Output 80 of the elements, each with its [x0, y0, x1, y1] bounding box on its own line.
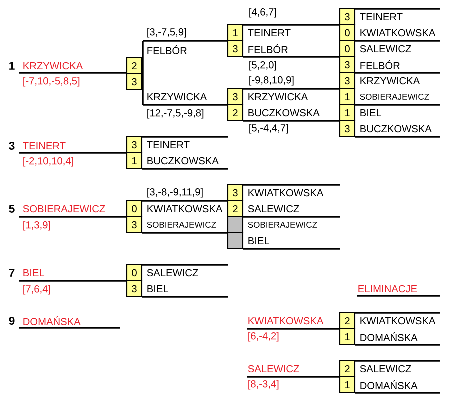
score-cell: 2 [227, 104, 244, 122]
player-name: BIEL [360, 110, 382, 116]
score-cell: 1 [339, 376, 356, 394]
score-cell: 3 [339, 8, 356, 26]
set-scores: [7,6,4] [24, 285, 50, 295]
player-name: TEINERT [23, 142, 66, 150]
player-name: DOMAŃSKA [360, 332, 418, 342]
player-name: SALEWICZ [360, 45, 412, 53]
score-cell: 1 [339, 104, 356, 122]
set-scores: [-2,10,10,4] [24, 157, 74, 167]
player-name: SOBIERAJEWICZ [248, 222, 318, 228]
player-name: DOMAŃSKA [360, 380, 418, 390]
player-name: FELBÓR [248, 44, 288, 54]
score-cell: 3 [126, 136, 143, 154]
set-scores: [8,-3,4] [248, 380, 279, 390]
player-name: FELBÓR [360, 60, 400, 70]
score-cell: 0 [339, 40, 356, 58]
player-name: BIEL [148, 286, 169, 292]
score-cell: 3 [227, 184, 244, 202]
seed-number: 9 [9, 316, 15, 325]
player-name: SOBIERAJEWICZ [360, 94, 430, 100]
set-scores: [5,-4,4,7] [250, 124, 288, 134]
player-name: BUCZKOWSKA [248, 109, 320, 117]
score-cell: 3 [126, 216, 143, 234]
score-cell: 2 [126, 57, 143, 75]
player-name: BIEL [24, 270, 45, 276]
player-name: KRZYWICKA [360, 77, 420, 85]
set-scores: [12,-7,5,-9,8] [148, 109, 204, 119]
score-cell: 0 [126, 200, 143, 218]
score-cell: 3 [227, 40, 244, 58]
score-cell: 3 [126, 280, 143, 298]
score-cell: 3 [227, 88, 244, 106]
player-name: KWIATKOWSKA [248, 317, 324, 325]
score-cell: 3 [339, 72, 356, 90]
player-name: TEINERT [360, 14, 403, 20]
score-cell: 1 [339, 88, 356, 106]
set-scores: [3,-8,-9,11,9] [148, 188, 203, 198]
seed-number: 7 [9, 269, 15, 277]
player-name: BUCZKOWSKA [148, 157, 219, 165]
player-name: SALEWICZ [248, 365, 300, 373]
player-name: SOBIERAJEWICZ [23, 205, 106, 213]
set-scores: [-9,8,10,9] [250, 76, 294, 86]
set-scores: [4,6,7] [250, 8, 276, 18]
score-cell: 2 [339, 312, 356, 330]
seed-number: 1 [10, 62, 15, 70]
score-cell: 2 [339, 360, 356, 378]
player-name: TEINERT [248, 30, 291, 36]
score-cell: 3 [126, 73, 143, 91]
seed-number: 5 [9, 205, 15, 213]
player-name: KRZYWICKA [148, 93, 208, 101]
score-cell: 0 [126, 264, 143, 282]
set-scores: [-7,10,-5,8,5] [24, 77, 80, 87]
player-name: KWIATKOWSKA [360, 317, 436, 325]
set-scores: [5,2,0] [250, 61, 276, 71]
seed-number: 3 [9, 142, 15, 150]
player-name: SALEWICZ [248, 205, 300, 213]
player-name: ELIMINACJE [358, 285, 418, 293]
score-cell: 1 [227, 24, 244, 42]
player-name: KRZYWICKA [248, 93, 308, 101]
player-name: KWIATKOWSKA [360, 29, 436, 37]
player-name: KWIATKOWSKA [248, 189, 324, 197]
score-cell: 1 [339, 328, 356, 346]
player-name: SALEWICZ [360, 365, 412, 373]
player-name: SALEWICZ [147, 269, 198, 277]
score-cell: 3 [339, 56, 356, 74]
score-cell: 1 [126, 152, 143, 170]
player-name: KWIATKOWSKA [148, 205, 223, 213]
player-name: BIEL [248, 238, 270, 244]
player-name: SOBIERAJEWICZ [147, 222, 216, 228]
player-name: FELBÓR [148, 46, 187, 54]
score-cell: 0 [339, 24, 356, 42]
player-name: BUCZKOWSKA [360, 125, 432, 133]
set-scores: [3,-7,5,9] [148, 28, 186, 38]
set-scores: [6,-4,2] [248, 332, 279, 342]
player-name: DOMAŃSKA [24, 316, 81, 326]
player-name: KRZYWICKA [24, 62, 84, 70]
player-name: TEINERT [147, 142, 190, 148]
set-scores: [1,3,9] [24, 221, 50, 231]
score-cell: 2 [227, 200, 244, 218]
score-cell: 3 [339, 120, 356, 138]
